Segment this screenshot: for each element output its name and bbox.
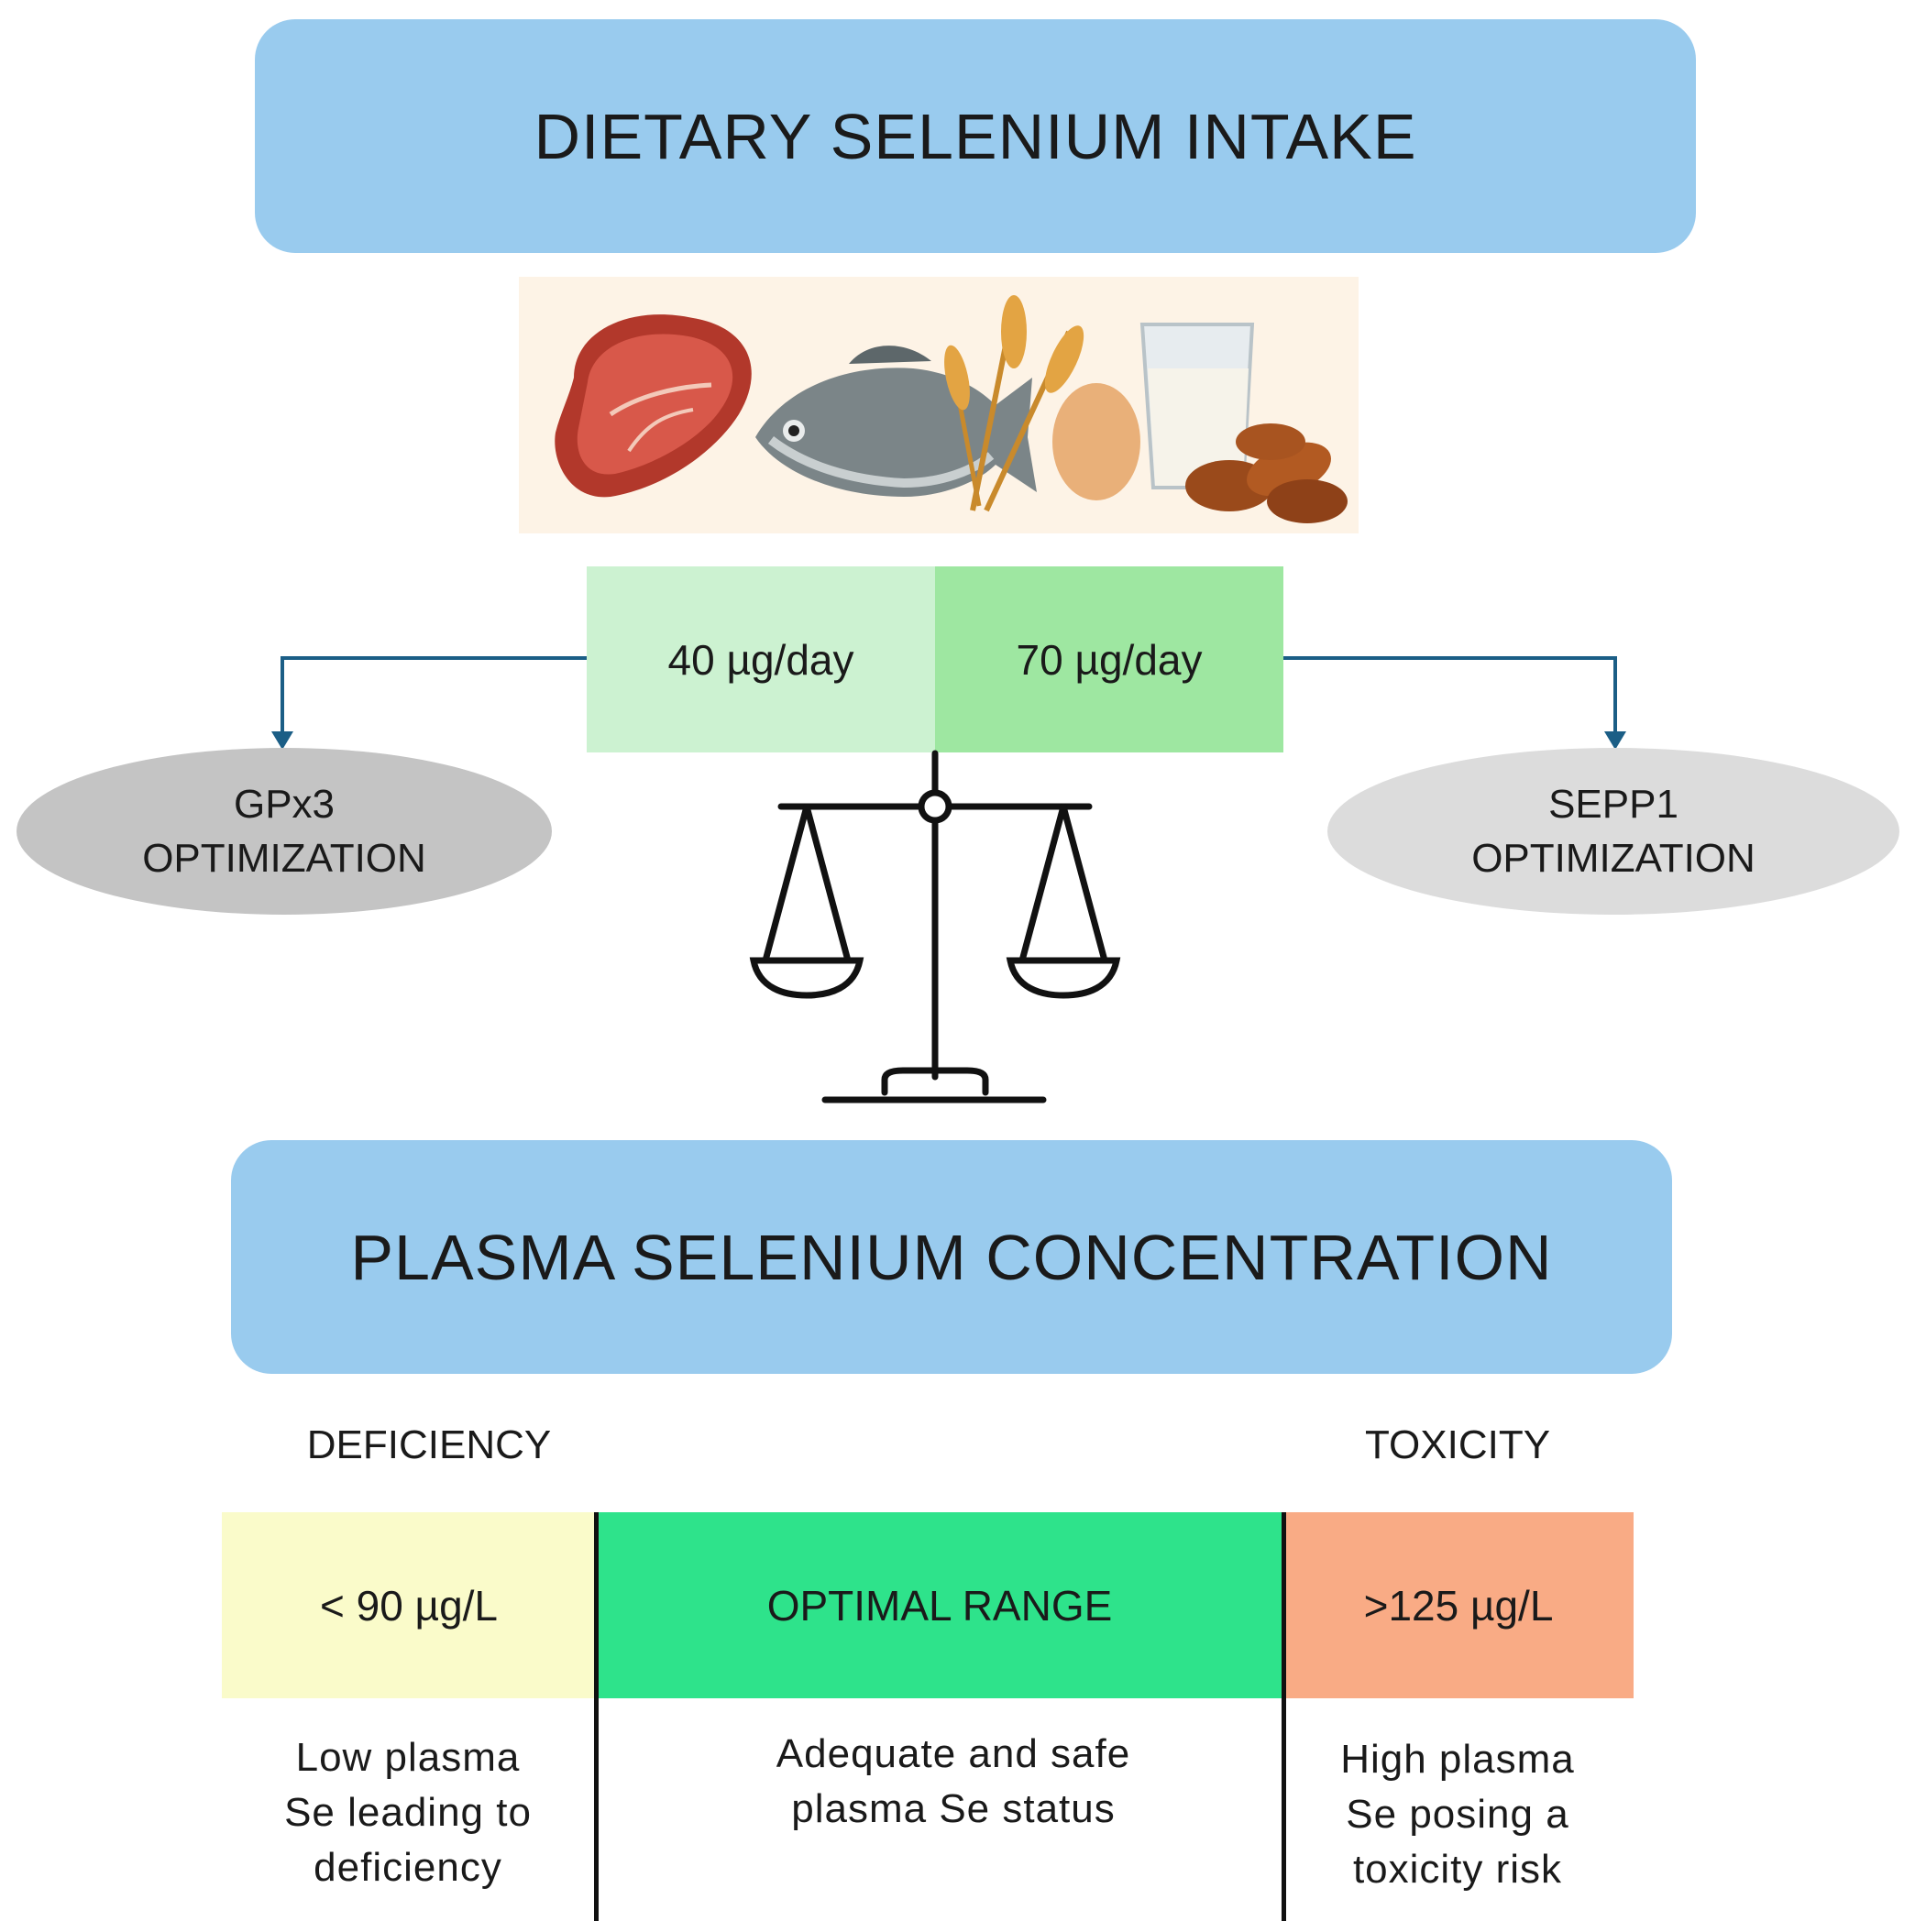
deficiency-range-band: < 90 µg/L [222, 1512, 596, 1698]
gpx3-optimization-label: OPTIMIZATION [142, 836, 426, 881]
fish-icon [755, 346, 1037, 497]
toxicity-heading: TOXICITY [1364, 1422, 1551, 1467]
gpx3-optimization-node: GPx3 OPTIMIZATION [17, 748, 552, 915]
deficiency-description-line: deficiency [314, 1844, 502, 1890]
plasma-concentration-banner: PLASMA SELENIUM CONCENTRATION [231, 1140, 1672, 1374]
egg-icon [1052, 383, 1140, 500]
meat-icon [555, 314, 752, 498]
gpx3-label: GPx3 [233, 781, 336, 827]
intake-70-box: 70 µg/day [935, 566, 1283, 752]
sepp1-label: SEPP1 [1548, 781, 1678, 827]
optimal-toxicity-divider [1282, 1512, 1286, 1921]
nuts-icon [1185, 423, 1348, 523]
sepp1-optimization-label: OPTIMIZATION [1471, 836, 1755, 881]
toxicity-description-line: toxicity risk [1352, 1846, 1563, 1892]
intake-40-box: 40 µg/day [587, 566, 935, 752]
toxicity-description-line: High plasma [1340, 1737, 1575, 1782]
toxicity-description: High plasma Se posing a toxicity risk [1302, 1732, 1613, 1896]
plasma-concentration-title: PLASMA SELENIUM CONCENTRATION [350, 1221, 1553, 1293]
optimal-description-line: Adequate and safe [776, 1731, 1131, 1776]
deficiency-range-label: < 90 µg/L [319, 1581, 499, 1630]
food-sources-illustration [519, 277, 1359, 533]
sepp1-optimization-node: SEPP1 OPTIMIZATION [1327, 748, 1899, 915]
deficiency-description-line: Se leading to [284, 1789, 532, 1835]
optimal-range-label: OPTIMAL RANGE [766, 1581, 1113, 1630]
optimal-description: Adequate and safe plasma Se status [642, 1727, 1265, 1837]
dietary-intake-title: DIETARY SELENIUM INTAKE [534, 100, 1417, 172]
toxicity-range-label: >125 µg/L [1363, 1581, 1554, 1630]
deficiency-description: Low plasma Se leading to deficiency [238, 1730, 578, 1894]
toxicity-description-line: Se posing a [1346, 1791, 1569, 1837]
optimal-description-line: plasma Se status [791, 1785, 1116, 1831]
deficiency-optimal-divider [594, 1512, 599, 1921]
toxicity-range-band: >125 µg/L [1283, 1512, 1634, 1698]
wheat-icon [944, 295, 1084, 512]
dietary-intake-banner: DIETARY SELENIUM INTAKE [255, 19, 1696, 253]
intake-low-label: 40 µg/day [667, 635, 854, 684]
deficiency-heading: DEFICIENCY [306, 1422, 552, 1467]
deficiency-description-line: Low plasma [295, 1735, 521, 1780]
optimal-range-band: OPTIMAL RANGE [596, 1512, 1283, 1698]
intake-high-label: 70 µg/day [1016, 635, 1203, 684]
